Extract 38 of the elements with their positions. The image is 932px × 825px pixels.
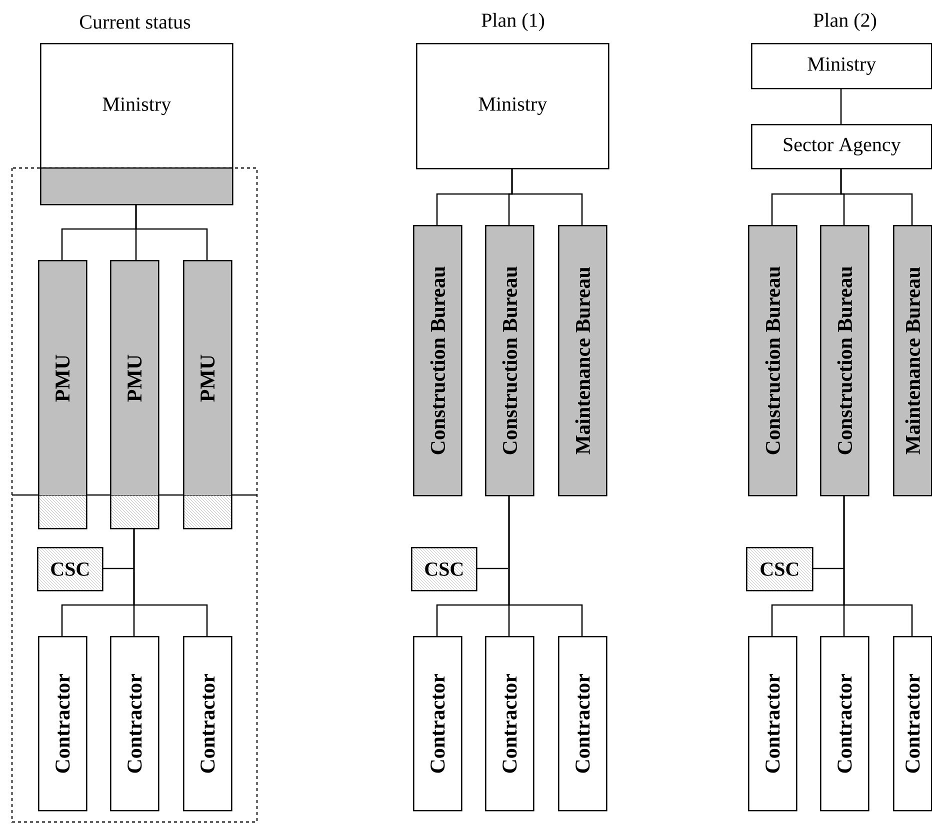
bureau-box: Construction Bureau (413, 225, 462, 496)
contractor-box: Contractor (485, 636, 534, 812)
contractor-box: Contractor (893, 636, 932, 812)
org-box: Ministry (416, 43, 610, 170)
bureau-box: Construction Bureau (820, 225, 870, 496)
contractor-box: Contractor (820, 636, 870, 812)
connector-line (840, 168, 913, 225)
pmu-box (38, 260, 86, 495)
pmu-box: PMU (110, 260, 160, 530)
connector-line (102, 568, 134, 570)
csc-box: CSC (411, 547, 478, 592)
csc-box: CSC (746, 547, 814, 592)
connector-line (511, 168, 583, 225)
connector-line (812, 568, 844, 570)
csc-box: CSC (37, 547, 104, 592)
connector-line (843, 495, 913, 636)
org-box: Sector Agency (751, 124, 932, 170)
ministry-box: Ministry (40, 43, 234, 206)
connector-line (476, 568, 508, 570)
connector-line (840, 88, 842, 124)
contractor-box: Contractor (183, 636, 232, 812)
bureau-box: Maintenance Bureau (893, 225, 932, 496)
contractor-box: Contractor (110, 636, 160, 812)
connector-line (135, 204, 208, 260)
pmu-box: PMU (183, 260, 232, 530)
contractor-box: Contractor (558, 636, 608, 812)
pmu-box: PMU (38, 260, 88, 530)
connector-line (133, 528, 208, 636)
bureau-box: Construction Bureau (485, 225, 534, 496)
contractor-box: Contractor (748, 636, 798, 812)
bureau-box: Construction Bureau (748, 225, 798, 496)
pmu-box (110, 260, 158, 495)
connector-line (508, 495, 583, 636)
contractor-box: Contractor (413, 636, 462, 812)
bureau-box: Maintenance Bureau (558, 225, 608, 496)
org-box: Ministry (751, 43, 932, 90)
contractor-box: Contractor (38, 636, 88, 812)
pmu-box (183, 260, 231, 495)
